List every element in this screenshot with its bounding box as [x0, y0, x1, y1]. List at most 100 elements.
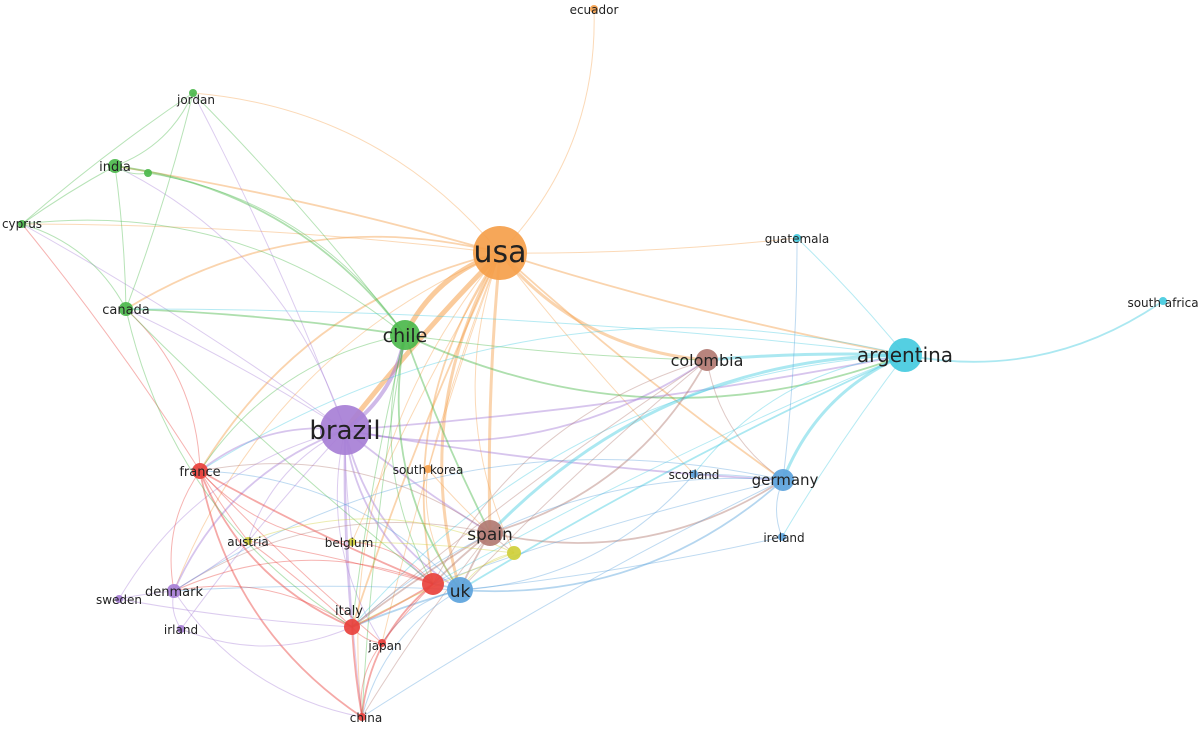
node-chile[interactable]: [390, 320, 420, 350]
node-denmark[interactable]: [167, 584, 181, 598]
edge-colombia-uk: [459, 359, 708, 591]
node-olive[interactable]: [507, 546, 521, 560]
node-austria[interactable]: [244, 537, 252, 545]
edge-chile-jordan: [192, 92, 406, 336]
label-cyprus: cyprus: [2, 217, 42, 231]
edge-usa-redhub: [422, 252, 501, 585]
edge-usa-belgium: [351, 252, 501, 543]
node-green2[interactable]: [144, 169, 152, 177]
label-france: france: [179, 465, 220, 480]
node-guatemala[interactable]: [793, 234, 801, 242]
node-ireland[interactable]: [778, 533, 786, 541]
edge-argentina-guatemala: [796, 237, 906, 356]
edge-chile-france: [199, 334, 406, 472]
edge-brazil-argentina: [344, 354, 906, 431]
node-india[interactable]: [108, 159, 122, 173]
node-southafrica[interactable]: [1159, 297, 1167, 305]
edge-spain-colombia: [489, 359, 708, 534]
edge-germany-china: [361, 479, 784, 718]
edge-brazil-irland: [180, 429, 346, 630]
node-irland[interactable]: [177, 625, 185, 633]
edge-usa-uk: [440, 252, 502, 591]
edge-france-canada: [125, 308, 201, 472]
node-redhub[interactable]: [422, 573, 444, 595]
edge-usa-ecuador: [499, 8, 595, 254]
edge-chile-canada: [125, 308, 406, 336]
node-brazil[interactable]: [320, 405, 370, 455]
node-italy[interactable]: [344, 619, 360, 635]
node-cyprus[interactable]: [18, 220, 26, 228]
edge-uk-japan: [381, 589, 461, 644]
label-canada: canada: [102, 303, 150, 318]
edge-usa-brazil: [343, 251, 502, 432]
edge-france-belgium: [199, 470, 353, 543]
edge-southkorea-uk: [425, 468, 461, 591]
edge-sweden-italy: [118, 598, 353, 628]
label-sweden: sweden: [96, 593, 142, 607]
edge-usa-france: [199, 252, 501, 472]
edge-canada-cyprus: [21, 223, 127, 310]
edge-canada-india: [114, 165, 127, 310]
label-scotland: scotland: [669, 468, 720, 482]
edge-argentina-ireland: [781, 354, 906, 538]
node-uk[interactable]: [447, 577, 473, 603]
edge-germany-redhub: [432, 479, 784, 585]
label-ireland: ireland: [763, 531, 804, 545]
edge-italy-china: [351, 626, 363, 718]
node-china[interactable]: [358, 713, 366, 721]
edge-denmark-china: [173, 590, 363, 718]
label-uk: uk: [450, 582, 471, 602]
edge-japan-china: [360, 642, 383, 718]
edge-chile-colombia: [404, 334, 708, 361]
node-japan[interactable]: [378, 639, 386, 647]
label-guatemala: guatemala: [765, 232, 829, 246]
edge-uk-denmark: [173, 585, 461, 592]
edge-argentina-southafrica: [904, 300, 1164, 363]
edge-spain-italy: [351, 532, 491, 628]
node-argentina[interactable]: [888, 338, 922, 372]
edge-germany-italy: [351, 477, 784, 628]
label-spain: spain: [467, 525, 513, 545]
node-france[interactable]: [192, 463, 208, 479]
edge-spain-france: [199, 463, 491, 534]
edge-india-cyprus: [21, 165, 116, 225]
edge-india-jordan: [114, 92, 194, 167]
edge-argentina-italy: [351, 354, 906, 628]
node-belgium[interactable]: [348, 538, 356, 546]
node-canada[interactable]: [119, 302, 133, 316]
edge-usa-denmark: [173, 252, 501, 592]
node-scotland[interactable]: [690, 470, 698, 478]
node-germany[interactable]: [772, 469, 794, 491]
edge-brazil-japan: [336, 429, 383, 644]
label-india: india: [99, 160, 131, 175]
edge-usa-scotland: [499, 252, 695, 475]
edge-canada-italy: [125, 308, 353, 628]
label-colombia: colombia: [671, 351, 744, 370]
label-belgium: belgium: [325, 536, 374, 550]
node-usa[interactable]: [473, 226, 527, 280]
node-southkorea[interactable]: [424, 465, 432, 473]
edge-chile-uk: [397, 334, 461, 591]
edge-brazil-jordan: [192, 92, 346, 431]
edge-colombia-germany: [706, 359, 784, 481]
label-southkorea: south korea: [393, 463, 464, 477]
edge-chile-spain: [404, 334, 491, 534]
node-spain[interactable]: [477, 520, 503, 546]
edge-argentina-colombia: [706, 352, 906, 362]
node-jordan[interactable]: [189, 89, 197, 97]
edge-uk-ireland: [459, 536, 783, 591]
edge-france-cyprus: [21, 223, 201, 472]
edge-argentina-scotland: [693, 354, 906, 475]
edge-argentina-canada: [125, 308, 906, 356]
node-ecuador[interactable]: [590, 5, 598, 13]
node-sweden[interactable]: [115, 595, 123, 603]
label-southafrica: south africa: [1127, 296, 1198, 310]
edge-redhub-denmark: [173, 559, 434, 592]
edge-usa-guatemala: [499, 237, 798, 254]
edge-uk-germany: [459, 479, 784, 593]
node-colombia[interactable]: [696, 349, 718, 371]
edge-chile-cyprus: [21, 219, 406, 336]
edge-uk-france: [199, 470, 461, 591]
label-chile: chile: [383, 325, 428, 347]
